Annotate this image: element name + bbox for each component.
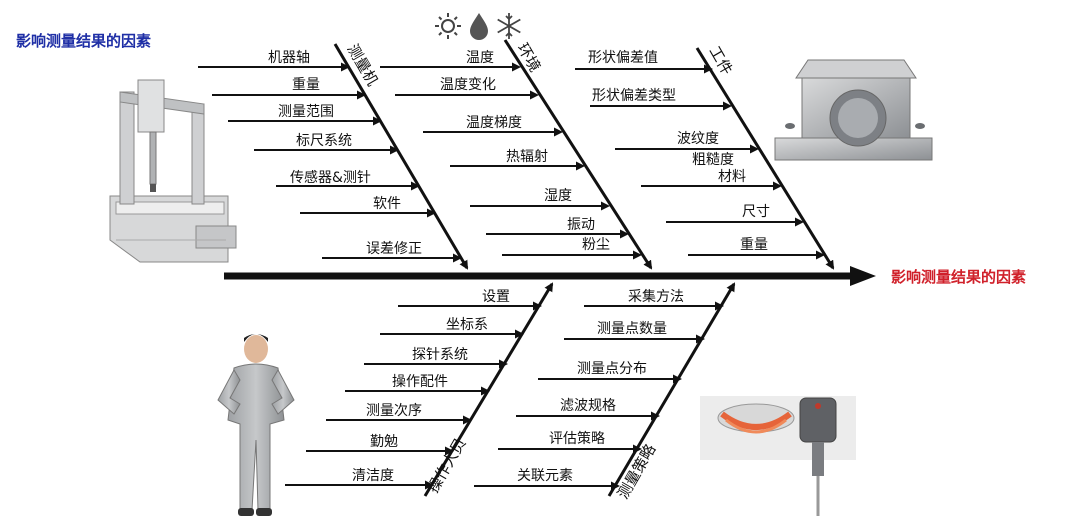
cause-label: 关联元素 [517,468,573,484]
cause-label: 材料 [718,169,746,185]
cause-label: 热辐射 [506,149,548,165]
cause-label: 探针系统 [412,347,468,363]
category-label-2: 工件 [706,43,737,78]
sun-icon [435,13,461,39]
branch-line-2 [695,47,835,270]
cause-label: 滤波规格 [560,398,616,414]
cause-label: 采集方法 [628,288,684,305]
cause-label: 湿度 [544,188,572,204]
category-label-3: 操作人员 [424,435,470,496]
cause-label: 测量范围 [278,103,334,120]
cause-label: 振动 [567,217,595,233]
main-spine-arrowhead [850,266,876,286]
cause-label: 操作配件 [392,374,448,390]
cause-label: 评估策略 [549,430,605,447]
cause-label: 重量 [292,77,320,93]
cause-group-4: 采集方法 测量点数量 测量点分布 滤波规格 评估策略 关联元素 [474,288,724,491]
effect-label: 影响测量结果的因素 [891,268,1026,286]
cause-label: 尺寸 [742,204,770,220]
cause-group-3: 设置 坐标系 探针系统 操作配件 测量次序 勤勉 清洁度 [285,289,542,490]
diagram-title: 影响测量结果的因素 [16,32,151,50]
cause-label: 传感器&测针 [290,169,371,186]
cause-label: 清洁度 [352,468,394,484]
cause-label: 测量次序 [366,403,422,419]
snowflake-icon [497,13,521,39]
branch-line-4 [607,282,736,497]
cause-label: 机器轴 [268,50,310,66]
water-drop-icon [470,13,488,40]
cause-label: 重量 [740,237,768,253]
cause-group-0: 机器轴 重量 测量范围 标尺系统 传感器&测针 软件 误差修正 [198,50,462,263]
cmm-machine-image [109,79,237,263]
branch-line-0 [333,43,469,270]
category-label-0: 测量机 [344,41,382,89]
workpiece-image [774,59,933,161]
cause-label: 粗糙度 [692,152,734,168]
cause-group-1: 温度 温度变化 温度梯度 热辐射 湿度 振动 粉尘 [380,50,642,260]
cause-label: 测量点分布 [577,361,647,377]
operator-image [217,334,295,516]
cause-label: 形状偏差值 [588,50,658,66]
cause-label: 形状偏差类型 [592,88,676,104]
cause-label: 坐标系 [446,317,488,333]
cause-label: 勤勉 [370,434,398,450]
cause-label: 温度梯度 [466,115,522,131]
cause-label: 粉尘 [582,237,610,253]
cause-group-2: 形状偏差值 形状偏差类型 波纹度 粗糙度 材料 尺寸 重量 [575,50,825,260]
cause-label: 误差修正 [366,241,422,257]
cause-label: 软件 [373,196,401,212]
category-label-1: 环境 [514,40,545,75]
probe-image [700,396,856,516]
cause-label: 波纹度 [677,131,719,147]
cause-label: 温度变化 [440,77,496,93]
cause-label: 温度 [466,50,494,66]
cause-label: 设置 [482,289,510,305]
cause-label: 标尺系统 [296,133,352,149]
cause-label: 测量点数量 [597,321,667,337]
